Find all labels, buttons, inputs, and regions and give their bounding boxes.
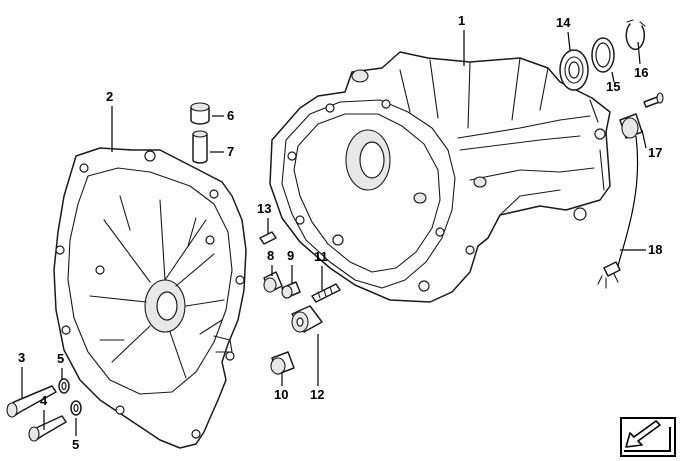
transmission-housing [269, 51, 611, 303]
circlip-16 [625, 19, 646, 50]
callout-6: 6 [227, 108, 235, 123]
callout-8: 8 [267, 248, 275, 263]
callout-3: 3 [18, 350, 26, 365]
bush-12 [291, 305, 323, 333]
callout-7: 7 [227, 144, 235, 159]
callout-5-upper: 5 [57, 351, 65, 366]
bolt-3 [6, 385, 57, 418]
leader-lines [21, 30, 647, 436]
sleeve-10 [270, 351, 295, 375]
callout-11: 11 [314, 249, 328, 264]
callout-5-lower: 5 [72, 437, 80, 452]
callout-9: 9 [287, 248, 295, 263]
bolt-4 [28, 415, 67, 442]
callout-14: 14 [556, 15, 571, 30]
callout-17: 17 [648, 145, 663, 160]
arrow-into-box-icon[interactable] [620, 417, 676, 457]
washer-5-lower [70, 400, 82, 416]
callout-12: 12 [310, 387, 325, 402]
bushing-8 [263, 271, 283, 293]
cap-6 [190, 102, 210, 125]
callout-16: 16 [634, 65, 649, 80]
callout-18: 18 [648, 242, 663, 257]
bell-housing [53, 147, 247, 449]
callout-1: 1 [458, 13, 466, 28]
bushing-9 [281, 281, 301, 299]
callout-2: 2 [106, 89, 114, 104]
sleeve-7 [192, 130, 208, 164]
callout-10: 10 [274, 387, 289, 402]
bearing-14 [559, 49, 589, 91]
stud-11 [311, 283, 341, 303]
ring-15 [591, 37, 615, 73]
callout-4: 4 [40, 393, 48, 408]
callout-15: 15 [606, 79, 621, 94]
sensor-17 [597, 92, 664, 289]
callout-13: 13 [257, 201, 272, 216]
washer-5-upper [58, 378, 70, 394]
